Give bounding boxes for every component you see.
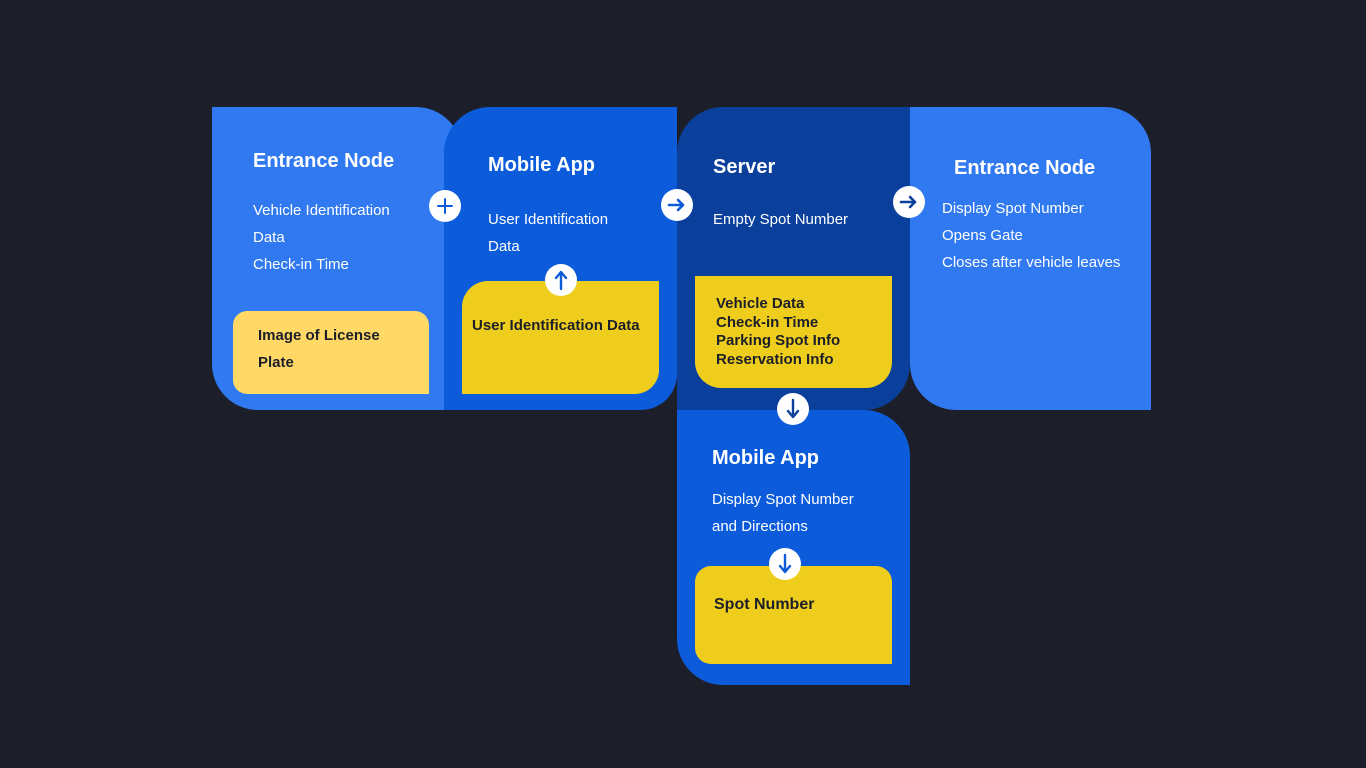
entrance-node-input-details: Vehicle Identification Data Check-in Tim… xyxy=(253,197,390,278)
arrow-down-icon xyxy=(769,548,801,580)
detail-line: Display Spot Number xyxy=(712,491,854,508)
note-line: Spot Number xyxy=(714,596,815,613)
detail-line: Data xyxy=(253,229,285,246)
spot-number-note: Spot Number xyxy=(695,566,892,664)
detail-line: and Directions xyxy=(712,518,808,535)
license-plate-note: Image of License Plate xyxy=(233,311,429,394)
note-line: Reservation Info xyxy=(716,350,834,368)
user-identification-note: User Identification Data xyxy=(462,281,659,394)
note-line: Plate xyxy=(258,354,294,371)
note-line: Image of License xyxy=(258,327,380,344)
detail-line: Display Spot Number xyxy=(942,200,1084,217)
detail-line: User Identification xyxy=(488,211,609,228)
entrance-node-output-title: Entrance Node xyxy=(954,157,1096,179)
server-title: Server xyxy=(713,156,776,178)
mobile-app-input-title: Mobile App xyxy=(488,154,596,176)
arrow-right-icon xyxy=(893,186,925,218)
entrance-node-output-details: Display Spot Number Opens Gate Closes af… xyxy=(942,195,1120,276)
server-details: Empty Spot Number xyxy=(713,206,848,233)
detail-line: Vehicle Identification xyxy=(253,202,390,219)
detail-line: Check-in Time xyxy=(253,256,349,273)
note-line: Check-in Time xyxy=(716,313,819,331)
arrow-up-icon xyxy=(545,264,577,296)
detail-line: Data xyxy=(488,238,520,255)
plus-icon xyxy=(429,190,461,222)
entrance-node-input-title: Entrance Node xyxy=(253,150,395,172)
detail-line: Empty Spot Number xyxy=(713,211,849,228)
entrance-node-output-panel: Entrance Node Display Spot Number Opens … xyxy=(910,107,1151,410)
mobile-app-output-details: Display Spot Number and Directions xyxy=(712,486,854,540)
server-data-note: Vehicle Data Check-in Time Parking Spot … xyxy=(695,276,892,388)
detail-line: Closes after vehicle leaves xyxy=(942,254,1121,271)
note-line: Vehicle Data xyxy=(716,295,805,312)
mobile-app-output-title: Mobile App xyxy=(712,447,820,469)
detail-line: Opens Gate xyxy=(942,227,1023,244)
note-line: Parking Spot Info xyxy=(716,332,841,349)
arrow-down-icon xyxy=(777,393,809,425)
arrow-right-icon xyxy=(661,189,693,221)
mobile-app-input-details: User Identification Data xyxy=(488,206,608,260)
note-line: User Identification Data xyxy=(472,317,640,334)
